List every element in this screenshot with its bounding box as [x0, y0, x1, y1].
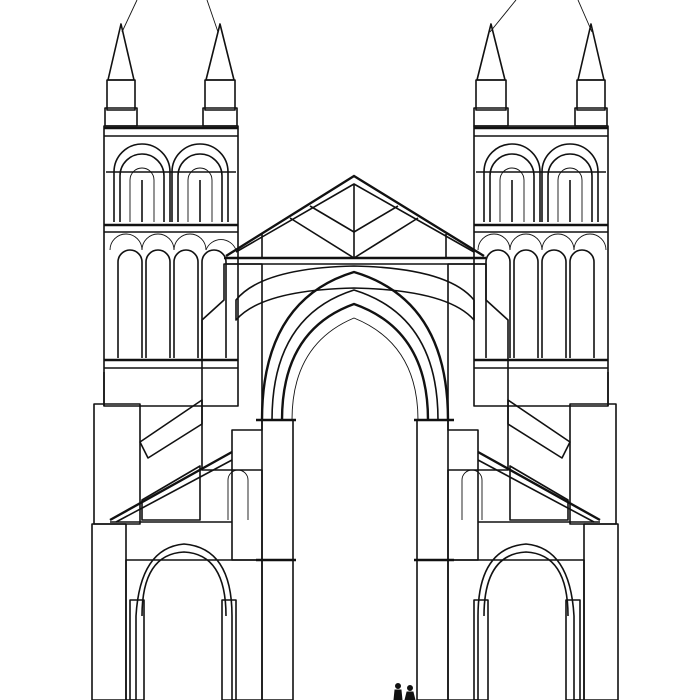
right-outer-buttress — [569, 403, 619, 700]
clerestory-wall-left — [201, 263, 263, 471]
left-aisle-vault — [125, 469, 263, 700]
left-tower — [103, 0, 239, 407]
right-tower-pinnacle-outer — [574, 23, 608, 127]
human-figures — [393, 683, 416, 700]
right-tower-belfry-arcade — [476, 143, 606, 222]
nave-pier-left — [256, 418, 296, 700]
human-figure — [404, 685, 416, 700]
clerestory-wall-right — [447, 263, 509, 471]
nave-pier-right — [414, 418, 454, 700]
nave-vault — [235, 265, 475, 421]
human-figure — [393, 683, 403, 700]
left-aisle-roof — [109, 399, 233, 523]
left-tower-pinnacle-outer — [104, 23, 138, 127]
left-tower-belfry-arcade — [106, 143, 236, 222]
right-tower-pinnacle-inner — [473, 23, 509, 127]
left-outer-buttress — [91, 403, 141, 700]
right-aisle-roof — [477, 399, 601, 523]
right-aisle-vault — [447, 469, 585, 700]
left-tower-lower-arcade — [109, 233, 237, 358]
roof-truss — [224, 174, 486, 265]
right-tower — [473, 0, 609, 407]
left-tower-pinnacle-inner — [202, 23, 238, 127]
right-tower-lower-arcade — [477, 233, 607, 358]
nave-interior — [293, 320, 417, 700]
